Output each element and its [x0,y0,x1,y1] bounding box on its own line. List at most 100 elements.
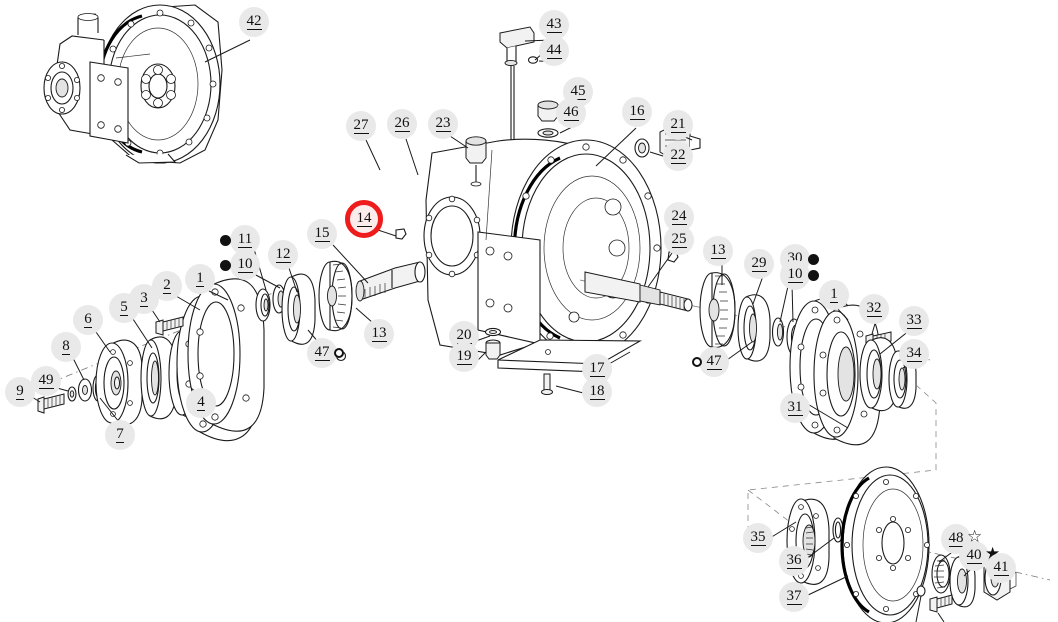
part-15-shaft [355,261,426,302]
callout-number: 6 [84,311,92,328]
part-45-cap [537,100,559,122]
solid-dot-marker [808,270,819,281]
callout-number: 1 [830,286,838,303]
callout-8[interactable]: 8 [51,332,81,362]
open-star-marker: ☆ [967,527,983,546]
callout-number: 31 [787,399,803,416]
part-9-bolt [37,393,65,414]
part-13-gear-right [699,272,736,348]
bottom-fasteners [915,585,953,622]
callout-number: 33 [906,312,922,329]
callout-number: 46 [563,104,579,121]
callout-number: 1 [196,270,204,287]
callout-25[interactable]: 25 [664,225,694,255]
callout-number: 14 [356,210,372,227]
part-37-flywheel [840,466,931,622]
callout-13[interactable]: 13 [364,319,394,349]
callout-35[interactable]: 35 [743,523,773,553]
callout-number: 3 [140,290,148,307]
callout-4[interactable]: 4 [186,388,216,418]
callout-42[interactable]: 42 [239,7,269,37]
callout-32[interactable]: 32 [859,294,889,324]
callout-31[interactable]: 31 [780,393,810,423]
callout-15[interactable]: 15 [307,219,337,249]
solid-dot-marker [220,260,231,271]
callout-26[interactable]: 26 [387,109,417,139]
callout-1[interactable]: 1 [185,264,215,294]
callout-number: 17 [589,360,605,377]
callout-10[interactable]: 10 [230,250,260,280]
callout-16[interactable]: 16 [622,97,652,127]
callout-40[interactable]: 40 [959,541,989,571]
solid-dot-marker [220,235,231,246]
part-25-output-shaft [584,271,693,312]
callout-number: 2 [163,277,171,294]
callout-number: 35 [750,529,766,546]
part-48-thrust-bearing [931,554,951,594]
callout-12[interactable]: 12 [268,240,298,270]
part-46-seal-ring [537,128,559,138]
part-23-plug [465,136,487,187]
callout-7[interactable]: 7 [105,420,135,450]
callout-number: 18 [589,383,605,400]
callout-34[interactable]: 34 [899,339,929,369]
callout-13[interactable]: 13 [703,236,733,266]
callout-number: 19 [456,348,472,365]
callout-18[interactable]: 18 [582,377,612,407]
callout-number: 29 [751,255,767,272]
part-14-key [395,228,407,240]
callout-number: 41 [993,559,1009,576]
open-circle-marker [692,357,702,367]
callout-number: 10 [787,266,803,283]
callout-number: 47 [314,344,330,361]
callout-number: 36 [786,552,802,569]
callout-number: 25 [671,231,687,248]
callout-number: 48 [948,530,964,547]
part-42-transmission-assembly [43,4,223,164]
part-3-bolt [155,316,184,336]
callout-21[interactable]: 21 [663,110,693,140]
callout-23[interactable]: 23 [428,109,458,139]
callout-5[interactable]: 5 [109,293,139,323]
callout-49[interactable]: 49 [31,366,61,396]
callout-number: 13 [371,325,387,342]
callout-41[interactable]: 41 [986,553,1016,583]
solid-dot-marker [808,254,819,265]
callout-number: 40 [966,547,982,564]
callout-number: 49 [38,372,54,389]
part-44-ring [527,56,539,64]
callout-27[interactable]: 27 [346,111,376,141]
callout-19[interactable]: 19 [449,342,479,372]
callout-22[interactable]: 22 [663,141,693,171]
callout-47[interactable]: 47 [307,338,337,368]
callout-6[interactable]: 6 [73,305,103,335]
part-30-spacer [771,317,785,347]
callout-number: 13 [710,242,726,259]
part-31-hub [813,304,881,446]
callout-1[interactable]: 1 [819,280,849,310]
callout-number: 44 [546,42,562,59]
callout-number: 43 [546,16,562,33]
callout-number: 9 [16,383,24,400]
callout-10[interactable]: 10 [780,260,810,290]
callout-number: 26 [394,115,410,132]
callout-number: 8 [62,338,70,355]
callout-number: 22 [670,147,686,164]
callout-9[interactable]: 9 [5,377,35,407]
callout-36[interactable]: 36 [779,546,809,576]
callout-number: 11 [237,231,253,248]
callout-14-highlighted[interactable]: 14 [345,200,383,238]
callout-47[interactable]: 47 [699,347,729,377]
part-6-cover [95,339,143,426]
callout-33[interactable]: 33 [899,306,929,336]
part-18-bolt [541,373,553,395]
callout-43[interactable]: 43 [539,10,569,40]
callout-46[interactable]: 46 [556,98,586,128]
callout-37[interactable]: 37 [779,582,809,612]
callout-29[interactable]: 29 [744,249,774,279]
part-22-washer [634,138,650,158]
part-8-washer [77,378,93,402]
callout-44[interactable]: 44 [539,36,569,66]
